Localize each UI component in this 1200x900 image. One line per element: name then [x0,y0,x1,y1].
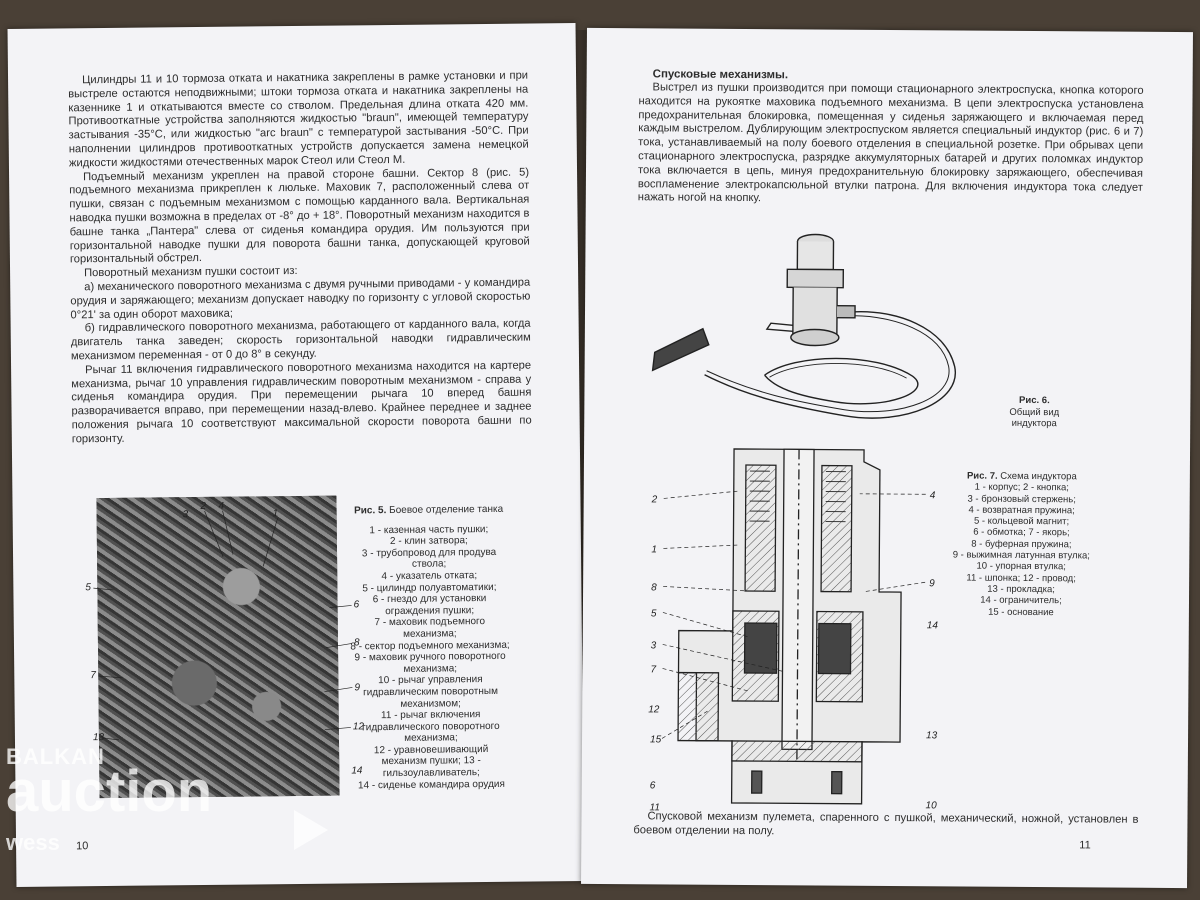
left-page: Цилиндры 11 и 10 тормоза отката и накатн… [7,23,585,887]
fig5-legend-item: 1 - казенная часть пушки; [369,523,489,536]
paragraph-traverse-b: б) гидравлического поворотного механизма… [70,317,531,363]
fig5-callout-14: 14 [351,765,363,776]
figure7-title-text: Схема индуктора [1000,470,1077,483]
fig5-callout-2: 2 [199,501,206,512]
figure5-title: Рис. 5. Боевое отделение танка [349,504,509,517]
fig7-legend-item: 1 - корпус; 2 - кнопка; [974,481,1069,494]
watermark-play-icon [294,810,328,850]
fig7-legend-item: 13 - прокладка; [987,583,1055,596]
figure6-drawing [651,233,956,419]
fig7-legend-item: 8 - буферная пружина; [971,538,1072,551]
fig5-legend-item: 3 - трубопровод для продува ствола; [361,546,497,571]
right-page-text: Спусковые механизмы. Выстрел из пушки пр… [638,68,1144,209]
fig7-callout-3: 3 [651,640,657,651]
fig7-callout-8: 8 [651,582,657,593]
fig7-callout-6: 6 [650,780,656,791]
right-page: Спусковые механизмы. Выстрел из пушки пр… [581,27,1193,889]
fig5-callout-7: 7 [90,670,96,681]
figure7-number: Рис. 7. [966,470,998,482]
fig7-callout-4: 4 [930,490,936,501]
fig5-legend-item: 6 - гнездо для установки ограждения пушк… [372,593,487,617]
paragraph-trigger: Выстрел из пушки производится при помощи… [637,81,1144,205]
fig7-callout-10: 10 [926,800,938,811]
fig7-callout-5: 5 [651,608,657,619]
figure7-title: Рис. 7. Схема индуктора [952,470,1092,483]
fig5-callout-10: 10 [218,847,230,849]
fig5-callout-13: 13 [93,732,105,743]
fig7-legend-item: 14 - ограничитель; [980,594,1062,607]
fig7-callout-1: 1 [651,544,657,555]
fig5-callout-12: 12 [353,721,365,732]
figure7-caption: Рис. 7. Схема индуктора 1 - корпус; 2 - … [951,470,1092,618]
fig5-legend-item: 12 - уравновешивающий механизм пушки; 13… [373,743,489,780]
fig7-callout-15: 15 [650,734,662,745]
fig7-legend-item: 5 - кольцевой магнит; [973,515,1070,528]
bottom-text: Спусковой механизм пулемета, спаренного … [633,810,1138,841]
fig5-callout-5: 5 [85,582,91,593]
fig7-legend-item: 3 - бронзовый стержень; [967,493,1076,505]
figure7-drawing: 2 1 8 5 3 7 15 6 12 11 4 9 14 13 10 [648,448,939,812]
paragraph-traverse-a: а) механического поворотного механизма с… [70,276,531,321]
fig5-legend-item: 9 - маховик ручного поворотного механизм… [354,650,506,675]
figure6-caption-text: Общий вид индуктора [1009,406,1060,430]
fig5-legend-item: 7 - маховик подъемного механизма; [374,616,486,640]
figure5-caption: Рис. 5. Боевое отделение танка 1 - казен… [349,504,512,792]
figure5-title-text: Боевое отделение танка [389,503,504,517]
page-number-left: 10 [76,840,89,853]
fig5-callout-8: 8 [354,637,360,648]
fig7-callout-11: 11 [650,802,660,812]
fig7-legend-item: 11 - шпонка; 12 - провод; [966,572,1076,584]
paragraph-elevating-mechanism: Подъемный механизм укреплен на правой ст… [69,166,530,266]
paragraph-recoil-cylinders: Цилиндры 11 и 10 тормоза отката и накатн… [68,69,529,170]
fig5-callout-1: 1 [273,508,279,519]
paragraph-lever: Рычаг 11 включения гидравлического повор… [71,359,532,446]
fig7-callout-12: 12 [648,704,660,715]
fig7-callout-7: 7 [650,664,656,675]
figure5-callouts: 2 4 3 1 5 6 7 8 9 12 13 14 10 11 [85,501,365,849]
fig7-callout-9: 9 [929,578,935,589]
figure6-title: Рис. 6. [1019,394,1050,407]
fig5-callout-9: 9 [354,682,360,693]
fig7-legend-item: 15 - основание [988,606,1054,618]
fig5-legend-item: 11 - рычаг включения гидравлического пов… [362,709,500,745]
page-number-right: 11 [1079,839,1091,852]
fig7-legend-item: 4 - возвратная пружина; [968,504,1075,517]
figure6-caption: Рис. 6. Общий вид индуктора [1004,395,1064,430]
fig7-callout-2: 2 [651,494,658,505]
paragraph-machine-gun-trigger: Спусковой механизм пулемета, спаренного … [633,810,1139,838]
left-page-text: Цилиндры 11 и 10 тормоза отката и накатн… [68,70,532,447]
figure5-number: Рис. 5. [353,505,387,517]
fig5-legend-item: 14 - сиденье командира орудия [357,778,505,792]
fig7-callout-14: 14 [927,620,939,631]
fig7-callout-13: 13 [926,730,938,741]
fig5-callout-4: 4 [218,501,224,512]
fig7-legend-item: 9 - выжимная латунная втулка; [952,549,1090,562]
fig5-legend-item: 10 - рычаг управления гидравлическим пов… [362,674,498,710]
fig5-callout-6: 6 [354,599,360,610]
fig7-legend-item: 6 - обмотка; 7 - якорь; [973,527,1070,539]
fig7-legend-item: 10 - упорная втулка; [976,561,1066,573]
fig5-callout-3: 3 [183,509,189,520]
